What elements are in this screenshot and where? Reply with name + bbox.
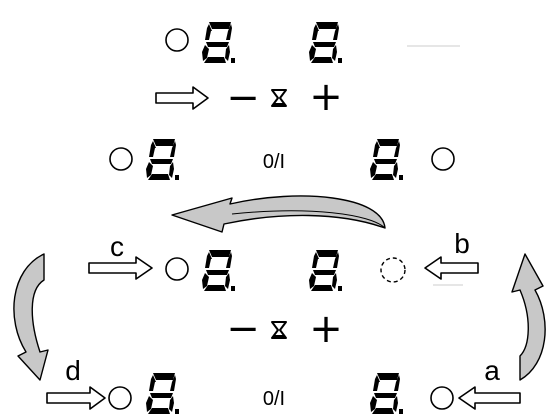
callout-b: b — [454, 228, 470, 259]
display-digit-zone-left — [146, 139, 179, 180]
top-group: − + 0/I — [109, 22, 460, 180]
power-label: 0/I — [263, 388, 285, 410]
display-digit-zone-right — [370, 373, 403, 414]
outline-arrow-right-icon — [155, 86, 209, 110]
indicator-circle-icon — [108, 386, 132, 410]
dashed-indicator-icon — [380, 257, 406, 283]
display-digit-top-left — [202, 22, 235, 63]
callout-c: c — [110, 231, 124, 262]
timer-minus-label: − — [226, 75, 260, 121]
outline-arrow-right-icon — [88, 256, 153, 280]
display-digit-left — [202, 250, 235, 291]
display-digit-zone-left — [146, 373, 179, 414]
curved-arrow-left-icon — [171, 195, 386, 233]
hourglass-icon — [271, 321, 287, 339]
power-label: 0/I — [263, 151, 285, 173]
timer-minus-label: − — [226, 306, 260, 352]
bottom-group: c b − + d 0/I a — [46, 228, 521, 414]
indicator-circle-icon — [165, 28, 189, 52]
callout-d: d — [65, 355, 81, 386]
curved-arrow-up-icon — [511, 253, 546, 381]
indicator-circle-icon — [165, 257, 189, 281]
timer-plus-label: + — [309, 74, 343, 120]
timer-plus-label: + — [309, 306, 343, 352]
curved-arrow-down-icon — [13, 253, 49, 381]
indicator-circle-icon — [430, 386, 454, 410]
callout-a: a — [484, 355, 500, 386]
zone-left-indicator-icon — [109, 147, 133, 171]
display-digit-right — [309, 250, 342, 291]
display-digit-zone-right — [370, 139, 403, 180]
zone-right-indicator-icon — [431, 147, 455, 171]
outline-arrow-right-icon — [46, 386, 106, 410]
display-digit-top-right — [309, 22, 342, 63]
hourglass-icon — [271, 89, 287, 107]
outline-arrow-left-icon — [424, 256, 479, 280]
outline-arrow-left-icon — [458, 386, 521, 410]
